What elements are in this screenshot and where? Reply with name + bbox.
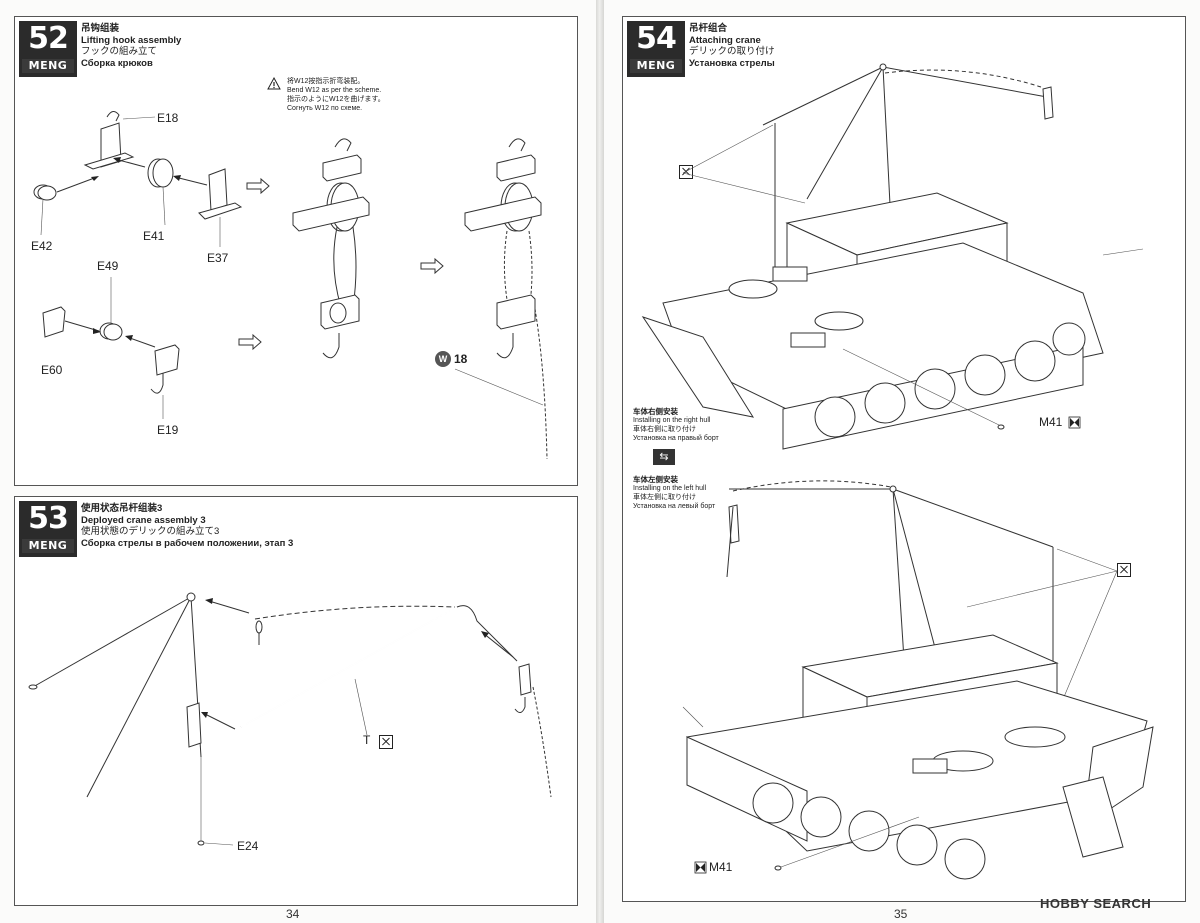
step-54-panel: 54 MENG 吊杆组合 Attaching crane デリックの取り付け У… bbox=[622, 16, 1186, 902]
badge-letter: W bbox=[438, 354, 448, 364]
vehicle-right-side-view bbox=[641, 63, 1144, 450]
page-number-left: 34 bbox=[286, 907, 300, 921]
left-hull-en: Installing on the left hull bbox=[633, 485, 707, 492]
step-52-titles: 吊钩组装 Lifting hook assembly フックの組み立て Сбор… bbox=[81, 23, 181, 69]
part-label-e19: E19 bbox=[157, 423, 179, 437]
title-jp: フックの組み立て bbox=[81, 46, 158, 57]
part-label-e37: E37 bbox=[207, 251, 229, 265]
w18-badge: W bbox=[435, 351, 451, 367]
brand-logo: MENG bbox=[22, 59, 74, 73]
step-number: 54 bbox=[636, 21, 677, 56]
step-54-drawing bbox=[641, 63, 1154, 880]
step-number: 52 bbox=[28, 21, 69, 56]
title-ru: Сборка крюков bbox=[81, 57, 153, 69]
vehicle-left-side-view bbox=[682, 480, 1154, 880]
title-jp: 使用状態のデリックの組み立て3 bbox=[81, 526, 220, 537]
title-en: Attaching crane bbox=[689, 34, 761, 46]
page-number-right: 35 bbox=[894, 907, 908, 921]
part-label-m41-top: M41 bbox=[1039, 415, 1063, 429]
brand-logo: MENG bbox=[630, 59, 682, 73]
warning-icon bbox=[267, 76, 281, 90]
step-53-panel: 53 MENG 使用状态吊杆组装3 Deployed crane assembl… bbox=[14, 496, 578, 906]
crane-a-frame bbox=[28, 592, 202, 798]
title-en: Deployed crane assembly 3 bbox=[81, 514, 206, 526]
hook-block-assembly bbox=[292, 138, 370, 359]
right-hull-cn: 车体右侧安装 bbox=[633, 407, 678, 416]
badge-number: 18 bbox=[454, 352, 468, 366]
pulley-e41 bbox=[147, 158, 174, 226]
brand-logo: MENG bbox=[22, 539, 74, 553]
note-jp: 指示のようにW12を曲げます。 bbox=[287, 96, 385, 103]
right-hull-note: 车体右侧安装 Installing on the right hull 車体右側… bbox=[633, 407, 719, 443]
part-label-e60: E60 bbox=[41, 363, 63, 377]
title-cn: 使用状态吊杆组装3 bbox=[81, 503, 163, 514]
step-54-badge: 54 MENG bbox=[627, 21, 685, 77]
step-53-drawing bbox=[28, 592, 552, 846]
title-ru: Сборка стрелы в рабочем положении, этап … bbox=[81, 537, 294, 549]
right-hull-en: Installing on the right hull bbox=[633, 417, 711, 424]
part-e60 bbox=[42, 306, 66, 338]
bowtie-icon bbox=[694, 861, 707, 874]
title-en: Lifting hook assembly bbox=[81, 34, 182, 46]
crane-boom bbox=[240, 605, 518, 728]
watermark: HOBBY SEARCH bbox=[1040, 896, 1151, 911]
part-label-e24: E24 bbox=[237, 839, 259, 853]
glue-icon bbox=[1117, 563, 1131, 577]
book-gutter bbox=[596, 0, 604, 923]
glue-icon bbox=[679, 165, 693, 179]
title-jp: デリックの取り付け bbox=[689, 46, 775, 57]
title-ru: Установка стрелы bbox=[689, 57, 775, 69]
part-e49 bbox=[99, 277, 123, 341]
left-hull-cn: 车体左侧安装 bbox=[633, 475, 678, 484]
left-hull-note: 车体左侧安装 Installing on the left hull 車体左側に… bbox=[633, 475, 715, 511]
title-cn: 吊钩组装 bbox=[81, 23, 120, 34]
step-53-titles: 使用状态吊杆组装3 Deployed crane assembly 3 使用状態… bbox=[81, 503, 293, 549]
arrow-icon bbox=[238, 177, 444, 351]
part-label-e18: E18 bbox=[157, 111, 179, 125]
hook-block-with-chain bbox=[454, 138, 548, 460]
glue-icon bbox=[379, 735, 393, 749]
part-label-e41: E41 bbox=[143, 229, 165, 243]
title-cn: 吊杆组合 bbox=[689, 23, 728, 34]
right-hull-jp: 車体右側に取り付け bbox=[633, 426, 696, 433]
note-ru: Согнуть W12 по схеме. bbox=[287, 105, 363, 112]
crane-hook bbox=[514, 663, 552, 798]
bend-note: 将W12按指示折弯装配。 Bend W12 as per the scheme.… bbox=[287, 77, 385, 113]
part-e37 bbox=[198, 168, 243, 247]
left-hull-ru: Установка на левый борт bbox=[633, 503, 716, 510]
part-e42 bbox=[33, 184, 57, 236]
step-53-badge: 53 MENG bbox=[19, 501, 77, 557]
step-52-badge: 52 MENG bbox=[19, 21, 77, 77]
note-cn: 将W12按指示折弯装配。 bbox=[287, 78, 365, 85]
part-label-t: T bbox=[363, 733, 371, 747]
step-number: 53 bbox=[28, 501, 69, 536]
bowtie-icon bbox=[1068, 416, 1081, 429]
watermark-text: HOBBY SEARCH bbox=[1040, 896, 1152, 911]
part-label-e42: E42 bbox=[31, 239, 53, 253]
part-label-e49: E49 bbox=[97, 259, 119, 273]
left-hull-jp: 車体左側に取り付け bbox=[633, 494, 696, 501]
right-hull-ru: Установка на правый борт bbox=[633, 435, 719, 442]
flip-icon: ⇆ bbox=[653, 449, 675, 465]
step-54-titles: 吊杆组合 Attaching crane デリックの取り付け Установка… bbox=[689, 23, 775, 69]
note-en: Bend W12 as per the scheme. bbox=[287, 87, 382, 94]
step-52-panel: 52 MENG 吊钩组装 Lifting hook assembly フックの組… bbox=[14, 16, 578, 486]
step-52-drawing bbox=[33, 111, 548, 460]
part-label-m41-bottom: M41 bbox=[709, 860, 733, 874]
part-e19 bbox=[150, 344, 180, 419]
